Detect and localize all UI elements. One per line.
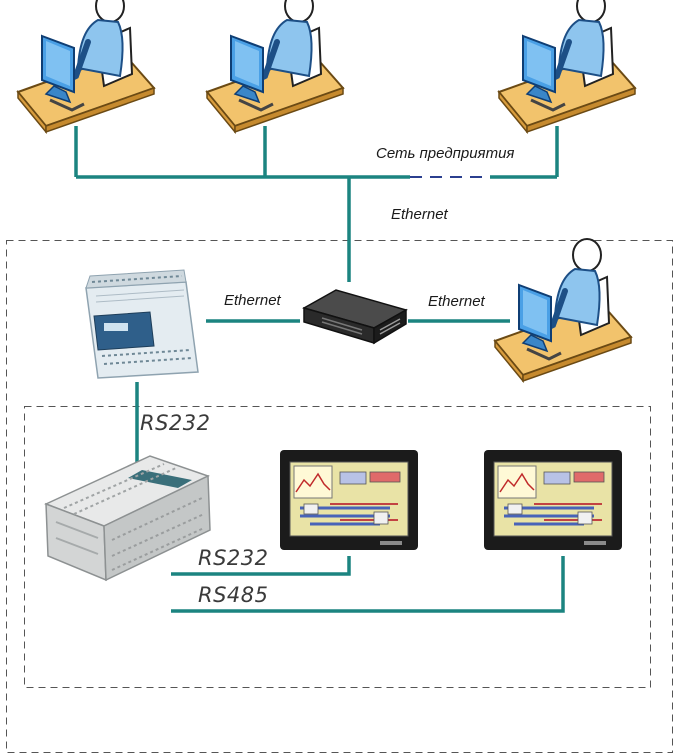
touch-panel-icon [278, 448, 420, 552]
workstation-icon [207, 0, 343, 132]
connection-lines [74, 126, 565, 613]
ethernet-uplink-label: Ethernet [391, 206, 449, 223]
rs232-panel-label: RS232 [198, 546, 269, 570]
workstation-icon [495, 239, 631, 381]
plc-icon [44, 455, 211, 582]
enterprise-network-label: Сеть предприятия [376, 145, 514, 162]
workstation-icon [499, 0, 635, 132]
workstation-icon [18, 0, 154, 132]
field-level-boundary [24, 406, 651, 688]
local-network-boundary [6, 240, 673, 753]
rs232-plc-panel-line [171, 556, 351, 576]
rs485-plc-panel-line [171, 556, 565, 613]
controller-icon [85, 269, 199, 379]
touch-panel-icon [482, 448, 624, 552]
rs232-controller-label: RS232 [140, 411, 211, 435]
network-switch-icon [302, 289, 408, 345]
rs485-panel-label: RS485 [198, 583, 269, 607]
ethernet-workstation-label: Ethernet [428, 293, 486, 310]
ethernet-controller-label: Ethernet [224, 292, 282, 309]
